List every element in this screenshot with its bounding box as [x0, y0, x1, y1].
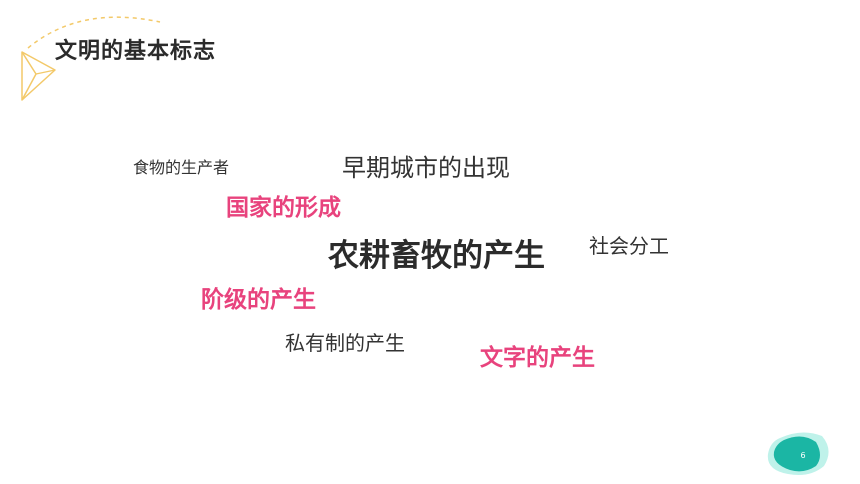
- page-number: 6: [800, 451, 806, 460]
- word-early-cities: 早期城市的出现: [342, 154, 510, 182]
- paper-plane-decoration: [21, 16, 161, 101]
- word-division-of-labor: 社会分工: [589, 234, 669, 258]
- word-private-property: 私有制的产生: [285, 331, 405, 355]
- word-agriculture: 农耕畜牧的产生: [328, 238, 545, 274]
- word-state-formation: 国家的形成: [226, 195, 341, 221]
- word-food-producers: 食物的生产者: [133, 158, 230, 177]
- page-number-badge: [767, 432, 829, 475]
- slide-title: 文明的基本标志: [55, 39, 217, 64]
- word-writing: 文字的产生: [480, 345, 595, 371]
- word-classes: 阶级的产生: [201, 287, 316, 313]
